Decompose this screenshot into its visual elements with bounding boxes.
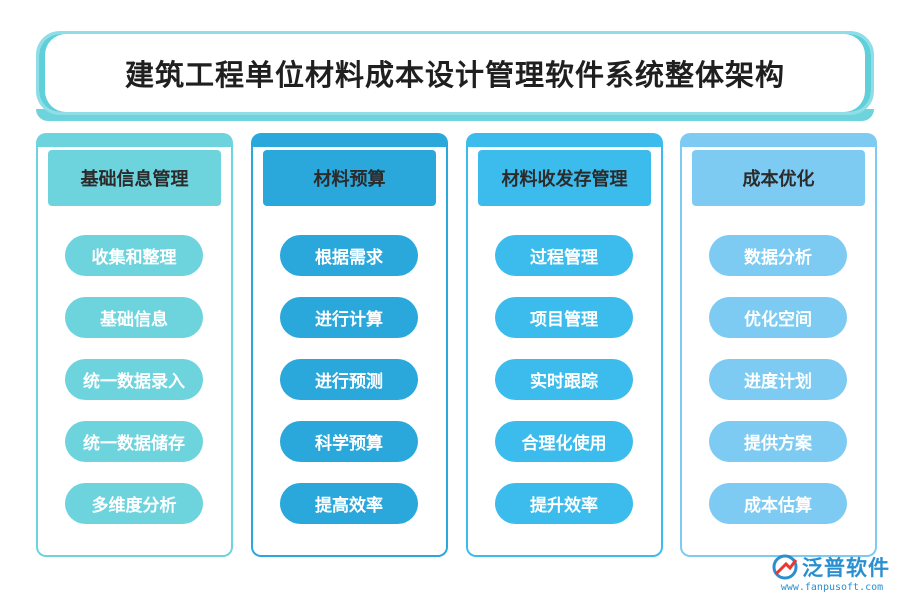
column-material-inventory: 材料收发存管理 过程管理 项目管理 实时跟踪 合理化使用 提升效率 <box>466 133 663 557</box>
item-pill: 进行预测 <box>280 359 418 400</box>
column-header: 成本优化 <box>692 150 865 206</box>
item-pill: 多维度分析 <box>65 483 203 524</box>
item-pill: 科学预算 <box>280 421 418 462</box>
brand-logo: 泛普软件 <box>772 552 890 582</box>
item-pill: 数据分析 <box>709 235 847 276</box>
logo-name: 泛普软件 <box>802 556 890 580</box>
item-pill: 实时跟踪 <box>495 359 633 400</box>
column-basic-info: 基础信息管理 收集和整理 基础信息 统一数据录入 统一数据储存 多维度分析 <box>36 133 233 557</box>
column-header: 材料收发存管理 <box>478 150 651 206</box>
fanpu-logo-icon <box>772 554 798 580</box>
item-pill: 提升效率 <box>495 483 633 524</box>
title-banner: 建筑工程单位材料成本设计管理软件系统整体架构 <box>36 31 874 121</box>
diagram-title: 建筑工程单位材料成本设计管理软件系统整体架构 <box>124 58 785 92</box>
item-pill: 进行计算 <box>280 297 418 338</box>
column-cost-optimization: 成本优化 数据分析 优化空间 进度计划 提供方案 成本估算 <box>680 133 877 557</box>
item-pill: 提供方案 <box>709 421 847 462</box>
item-pill: 优化空间 <box>709 297 847 338</box>
item-pill: 统一数据储存 <box>65 421 203 462</box>
item-pill: 提高效率 <box>280 483 418 524</box>
column-header: 材料预算 <box>263 150 436 206</box>
item-pill: 收集和整理 <box>65 235 203 276</box>
item-pill: 过程管理 <box>495 235 633 276</box>
item-pill: 统一数据录入 <box>65 359 203 400</box>
logo-url: www.fanpusoft.com <box>780 582 884 593</box>
item-pill: 项目管理 <box>495 297 633 338</box>
item-pill: 成本估算 <box>709 483 847 524</box>
column-header: 基础信息管理 <box>48 150 221 206</box>
item-pill: 合理化使用 <box>495 421 633 462</box>
item-pill: 根据需求 <box>280 235 418 276</box>
column-material-budget: 材料预算 根据需求 进行计算 进行预测 科学预算 提高效率 <box>251 133 448 557</box>
item-pill: 进度计划 <box>709 359 847 400</box>
item-pill: 基础信息 <box>65 297 203 338</box>
